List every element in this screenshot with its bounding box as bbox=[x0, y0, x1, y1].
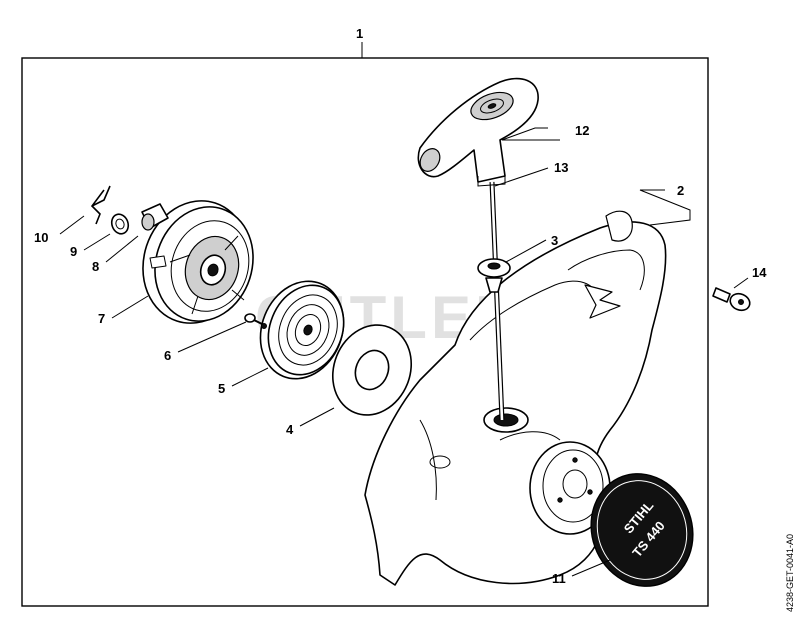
label-11: 11 bbox=[552, 571, 566, 586]
label-13: 13 bbox=[554, 160, 568, 175]
label-8: 8 bbox=[92, 259, 99, 274]
label-7: 7 bbox=[98, 311, 105, 326]
label-6: 6 bbox=[164, 348, 171, 363]
assembly-frame bbox=[21, 57, 709, 607]
pawl bbox=[141, 203, 169, 231]
leader-lines bbox=[59, 127, 749, 577]
rope-rotor bbox=[142, 200, 254, 324]
model-badge: STIHL TS 440 bbox=[590, 473, 694, 587]
label-3: 3 bbox=[551, 233, 558, 248]
fan-housing bbox=[364, 210, 667, 586]
label-1: 1 bbox=[356, 26, 363, 41]
label-2: 2 bbox=[677, 183, 684, 198]
rope-guide-bush bbox=[477, 258, 511, 293]
housing-screw bbox=[712, 287, 751, 312]
label-5: 5 bbox=[218, 381, 225, 396]
starter-rope bbox=[489, 181, 505, 421]
label-9: 9 bbox=[70, 244, 77, 259]
washer-disc bbox=[331, 324, 413, 416]
label-14: 14 bbox=[752, 265, 767, 280]
washer bbox=[110, 213, 130, 235]
spring-screw bbox=[244, 313, 267, 329]
spring-clip bbox=[90, 185, 111, 225]
starter-grip bbox=[417, 77, 539, 187]
label-10: 10 bbox=[34, 230, 48, 245]
drawing-code: 4238-GET-0041-A0 bbox=[785, 534, 795, 612]
rewind-spring bbox=[259, 280, 345, 380]
label-12: 12 bbox=[575, 123, 589, 138]
label-4: 4 bbox=[286, 422, 294, 437]
